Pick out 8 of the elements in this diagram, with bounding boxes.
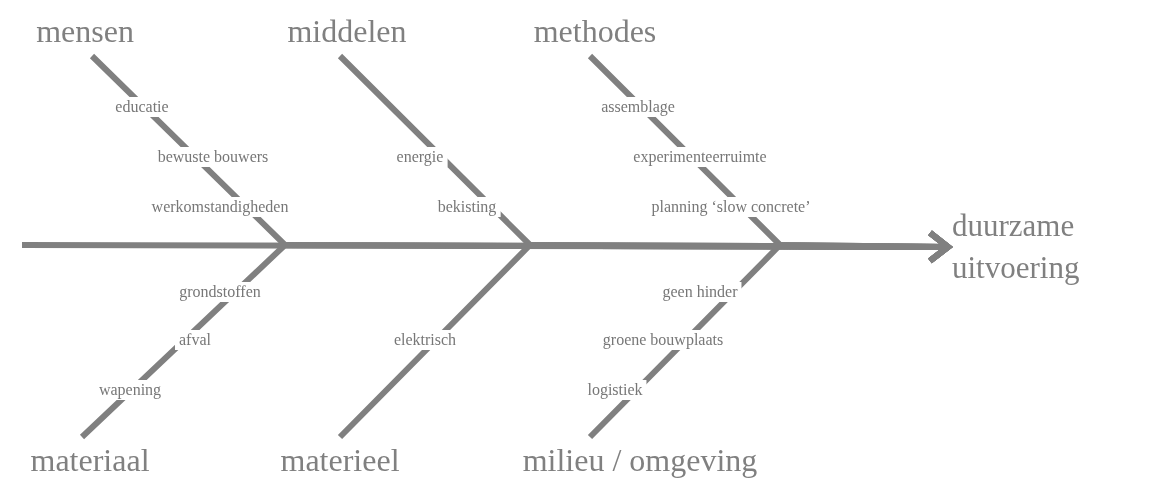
- category-label: methodes: [533, 12, 657, 50]
- category-label: mensen: [36, 12, 134, 50]
- category-label: milieu / omgeving: [522, 441, 758, 479]
- category-label: materieel: [280, 441, 400, 479]
- fishbone-arrow: [587, 229, 951, 440]
- category-label: materiaal: [30, 441, 150, 479]
- category-label: middelen: [287, 12, 407, 50]
- effect-label: duurzame uitvoering: [952, 207, 1081, 287]
